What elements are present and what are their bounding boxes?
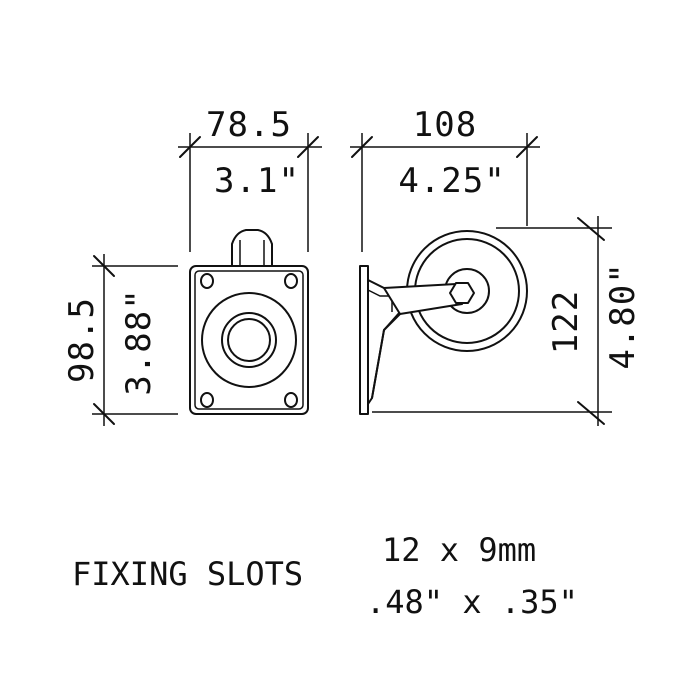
front-height-in-label: 3.88" xyxy=(119,288,159,395)
swivel-race-outer xyxy=(201,292,297,388)
front-view xyxy=(189,229,309,415)
fixing-slots-label: FIXING SLOTS xyxy=(72,555,303,593)
fork-leg xyxy=(371,313,401,399)
tick-mark xyxy=(93,403,115,425)
side-height-dimension: 122 4.80" xyxy=(372,216,643,426)
tick-mark xyxy=(179,136,201,158)
side-width-in-label: 4.25" xyxy=(398,161,505,201)
fork-bracket-inner xyxy=(367,289,393,312)
side-height-in-label: 4.80" xyxy=(603,262,643,369)
swivel-race-inner xyxy=(227,318,271,362)
side-width-mm-label: 108 xyxy=(413,105,477,145)
fixing-slots-note: FIXING SLOTS 12 x 9mm .48" x .35" xyxy=(72,531,578,621)
fixing-slots-metric: 12 x 9mm xyxy=(382,531,536,569)
front-wheel-tread xyxy=(231,229,273,267)
tick-mark xyxy=(93,255,115,277)
tick-mark xyxy=(577,217,605,241)
fixing-slot xyxy=(284,273,298,289)
mounting-plate-edge xyxy=(359,265,369,415)
side-height-mm-label: 122 xyxy=(546,290,586,354)
fixing-slot xyxy=(200,273,214,289)
front-width-dimension: 78.5 3.1" xyxy=(178,105,322,252)
top-plate xyxy=(189,265,309,415)
tick-mark xyxy=(297,136,319,158)
tick-mark xyxy=(351,136,373,158)
fixing-slot xyxy=(200,392,214,408)
front-height-mm-label: 98.5 xyxy=(62,297,102,383)
front-width-mm-label: 78.5 xyxy=(206,105,292,145)
tick-mark xyxy=(516,136,538,158)
side-width-dimension: 108 4.25" xyxy=(350,105,540,252)
front-width-in-label: 3.1" xyxy=(214,161,300,201)
top-plate-inner xyxy=(194,270,304,410)
fixing-slots-imperial: .48" x .35" xyxy=(366,583,578,621)
front-height-dimension: 98.5 3.88" xyxy=(62,254,178,426)
fixing-slot xyxy=(284,392,298,408)
swivel-race-middle xyxy=(221,312,277,368)
tick-mark xyxy=(577,401,605,425)
side-view xyxy=(359,230,528,415)
axle-nut xyxy=(449,282,475,304)
